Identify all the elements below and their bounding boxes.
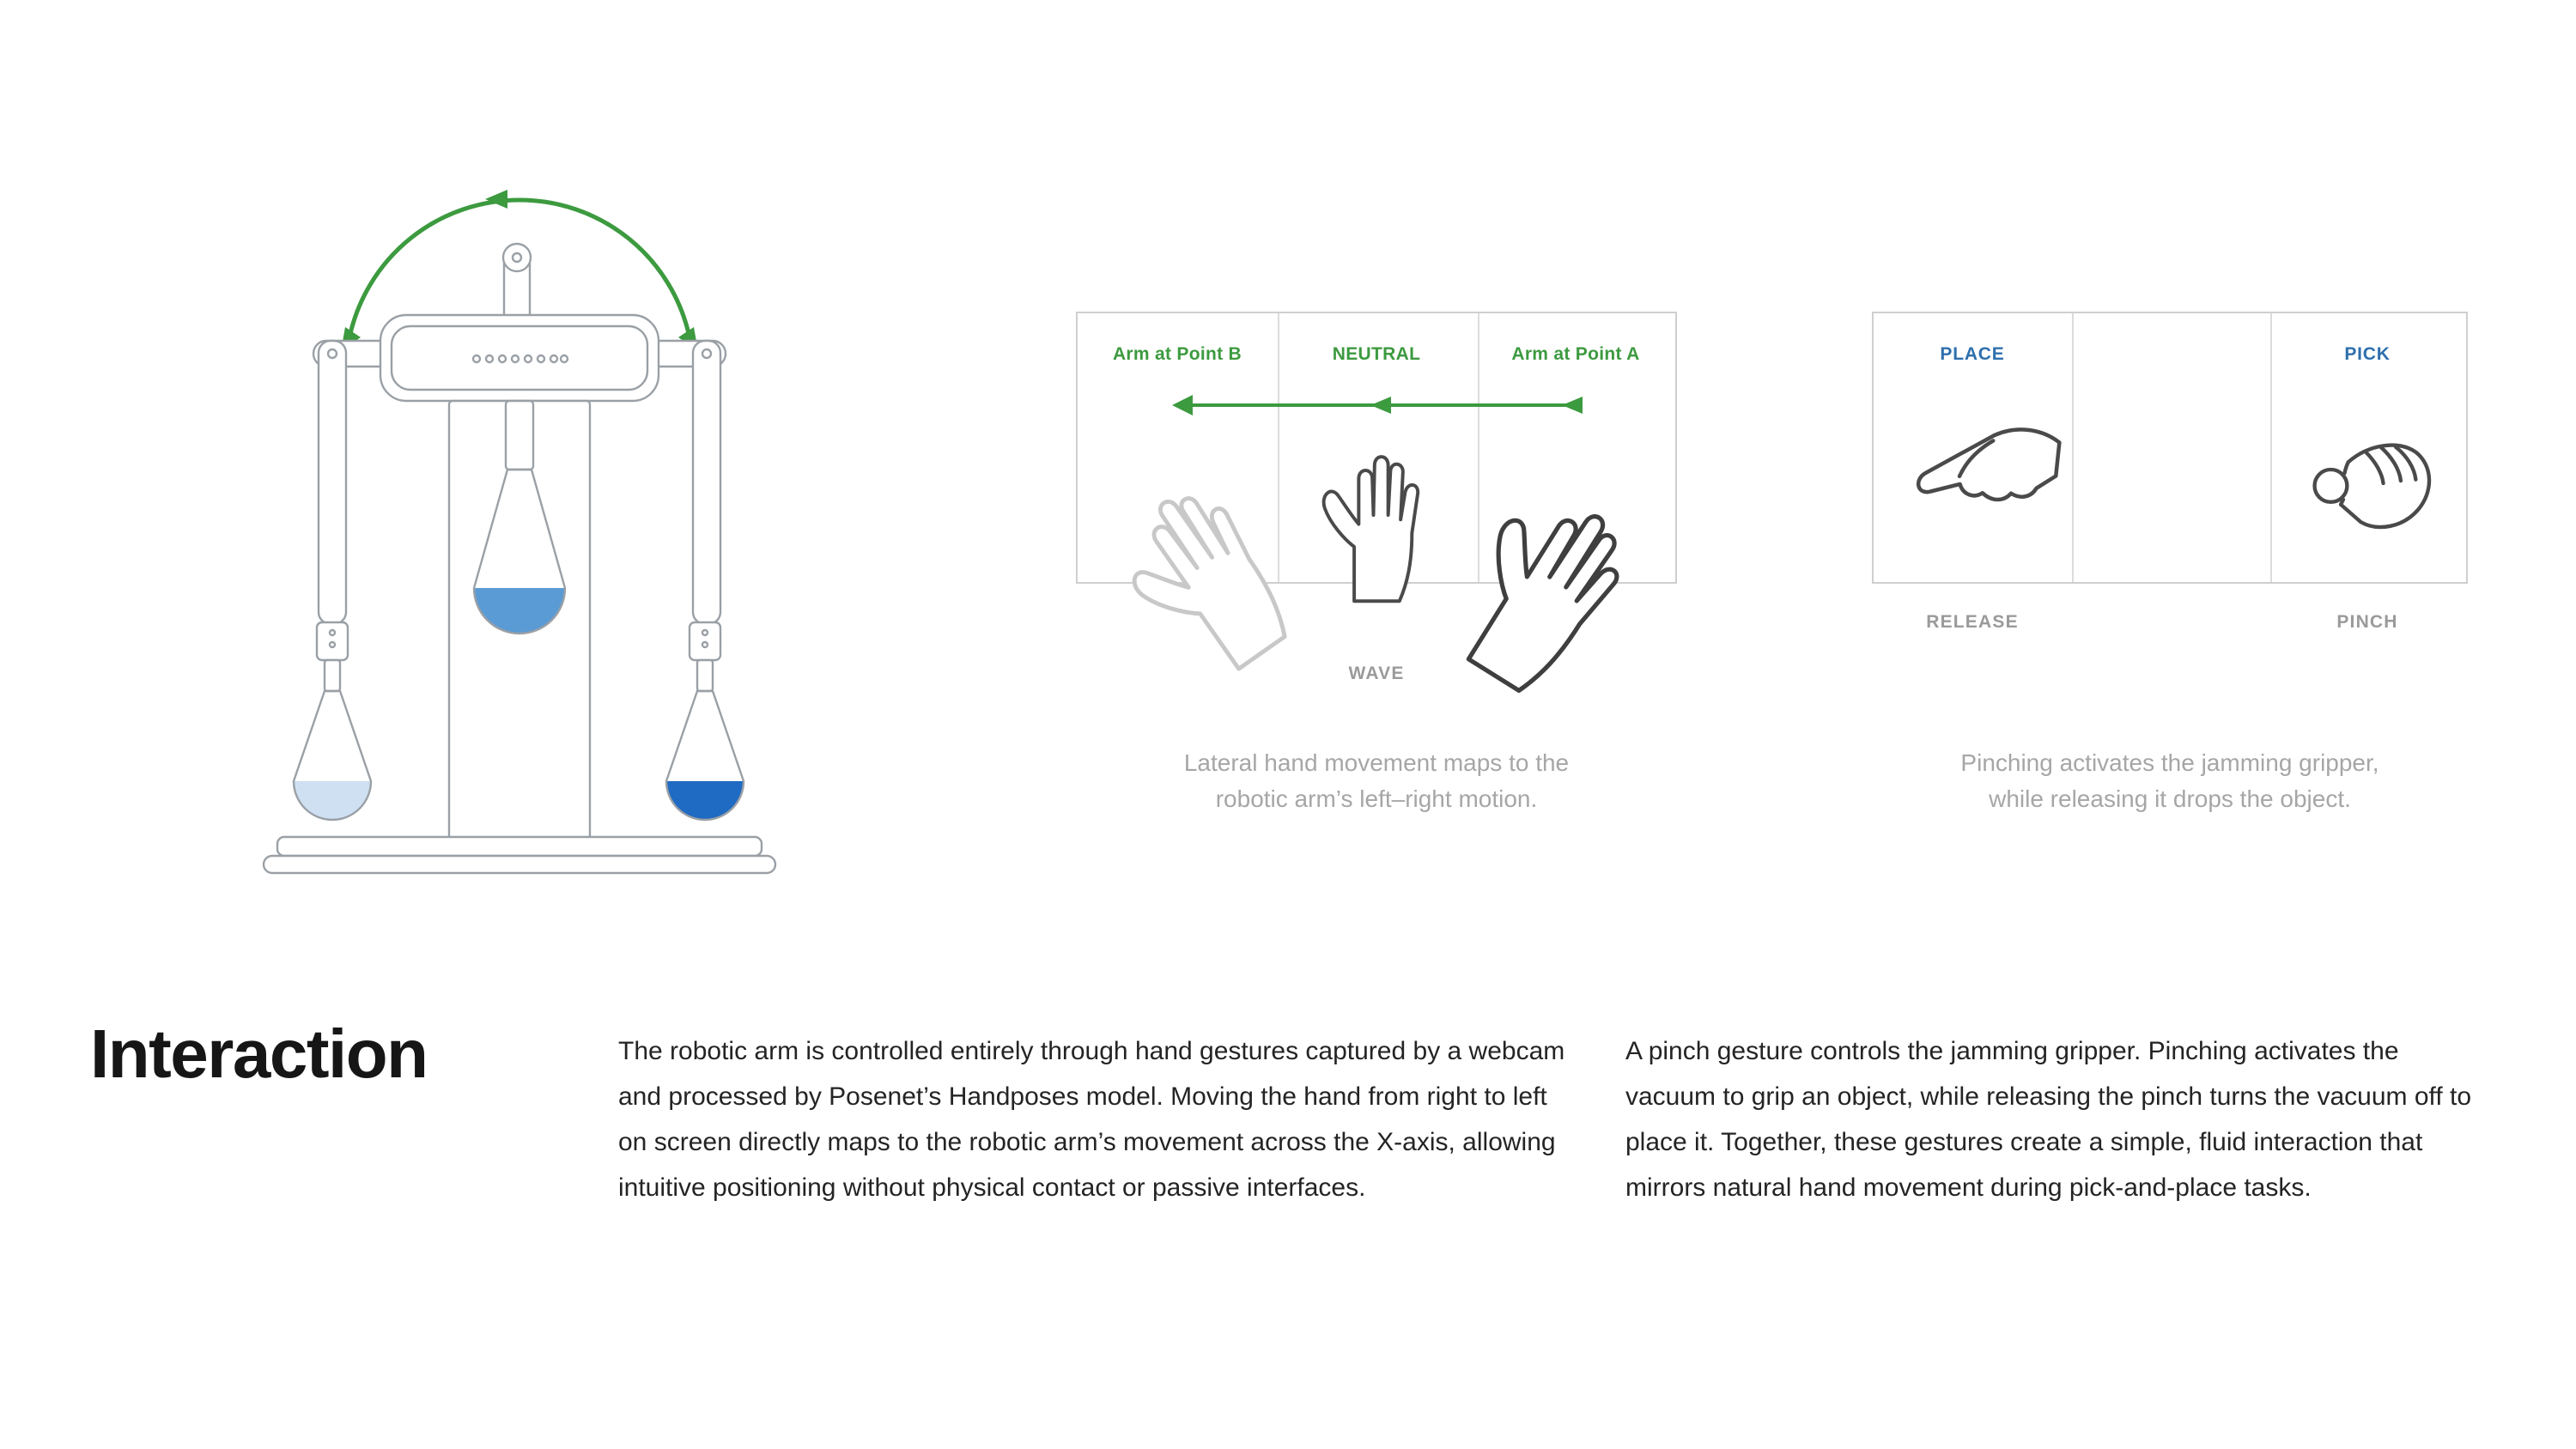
panel-divider: [2270, 313, 2272, 582]
wave-panel-labels: Arm at Point B NEUTRAL Arm at Point A: [1078, 344, 1675, 365]
label-neutral: NEUTRAL: [1332, 344, 1421, 364]
label-pinch: PINCH: [2336, 612, 2398, 632]
pick-panel-bottom-labels: RELEASE PINCH: [1874, 612, 2466, 633]
pinch-hand-icon: [2275, 415, 2439, 552]
open-hand-neutral-icon: [1311, 433, 1436, 603]
pick-place-gesture-panel: PLACE PICK RELEASE PINCH: [1872, 312, 2468, 632]
robot-arm-illustration: [253, 150, 786, 888]
lateral-motion-arrow-icon: [1172, 395, 1583, 415]
label-arm-at-point-a: Arm at Point A: [1511, 344, 1640, 364]
wave-gesture-panel: Arm at Point B NEUTRAL Arm at Point A WA…: [1076, 312, 1677, 584]
open-hand-left-icon: [1076, 441, 1323, 702]
paragraph-pinch-interaction: A pinch gesture controls the jamming gri…: [1625, 1037, 2472, 1202]
wave-caption: Lateral hand movement maps to the roboti…: [1076, 745, 1677, 817]
flask-center: [472, 399, 567, 635]
label-pick: PICK: [2344, 344, 2391, 364]
wave-caption-line2: robotic arm’s left–right motion.: [1215, 785, 1538, 812]
panel-divider: [1278, 313, 1279, 582]
label-spacer: [2071, 344, 2269, 365]
wave-gesture-label: WAVE: [1348, 664, 1405, 683]
wave-caption-line1: Lateral hand movement maps to the: [1183, 749, 1570, 776]
panel-divider: [2072, 313, 2074, 582]
pick-caption-line2: while releasing it drops the object.: [1989, 785, 2351, 812]
section-title: Interaction: [90, 1016, 428, 1092]
label-spacer: [2071, 612, 2269, 633]
robot-arm-svg: [262, 190, 777, 875]
housing-indicator-dots: [471, 354, 569, 364]
pick-panel-labels: PLACE PICK: [1874, 344, 2466, 365]
label-arm-at-point-b: Arm at Point B: [1112, 344, 1242, 364]
panel-divider: [1478, 313, 1479, 582]
flask-left: [292, 621, 373, 822]
pick-caption: Pinching activates the jamming gripper, …: [1872, 745, 2468, 817]
paragraph-wave-interaction: The robotic arm is controlled entirely t…: [618, 1037, 1565, 1202]
flask-right: [665, 621, 745, 822]
place-hand-icon: [1891, 395, 2073, 555]
pick-caption-line1: Pinching activates the jamming gripper,: [1960, 749, 2379, 776]
label-release: RELEASE: [1926, 612, 2019, 632]
label-place: PLACE: [1940, 344, 2005, 364]
